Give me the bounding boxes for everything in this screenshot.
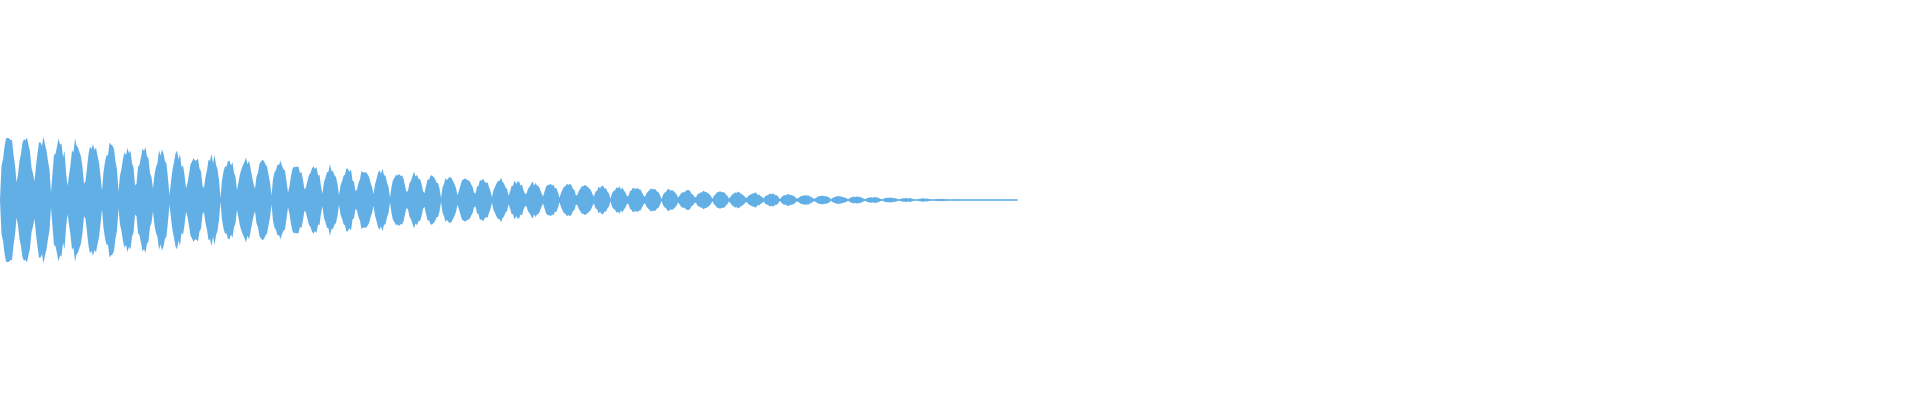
waveform-container[interactable] bbox=[0, 0, 1920, 400]
audio-waveform[interactable] bbox=[0, 0, 1920, 400]
